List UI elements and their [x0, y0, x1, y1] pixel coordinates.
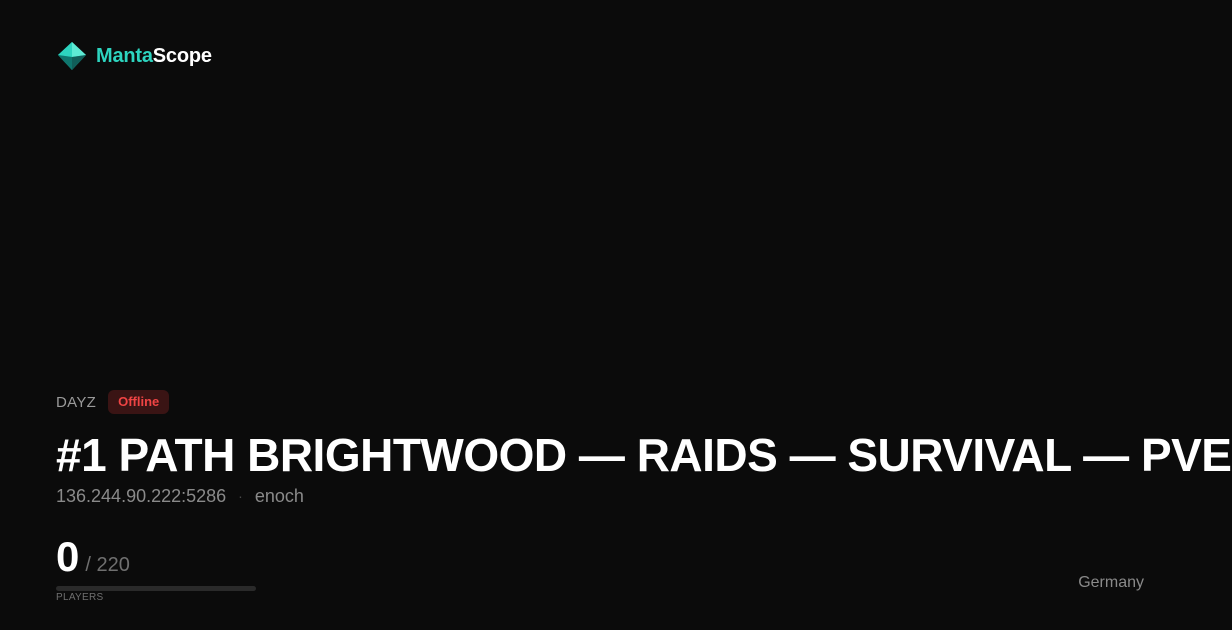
server-meta: 136.244.90.222:5286 · enoch	[56, 484, 304, 508]
status-badge: Offline	[108, 390, 170, 414]
server-map: enoch	[254, 486, 304, 506]
players-progress-bar	[56, 586, 256, 591]
players-current: 0	[56, 533, 80, 580]
server-country: Germany	[1078, 574, 1144, 591]
brand-name-part1: Manta	[96, 45, 153, 67]
players-max: / 220	[85, 554, 130, 576]
server-title: #1 PATH BRIGHTWOOD — RAIDS — SURVIVAL — …	[56, 429, 1232, 481]
mantascope-logo-icon	[58, 42, 86, 70]
game-row: DAYZ Offline	[56, 389, 170, 415]
players-label: PLAYERS	[56, 592, 104, 603]
game-name: DAYZ	[56, 393, 97, 411]
meta-separator: ·	[238, 488, 243, 504]
brand-name-part2: Scope	[152, 45, 212, 67]
server-address: 136.244.90.222:5286	[56, 486, 227, 506]
brand-logo[interactable]: MantaScope	[56, 40, 212, 72]
player-count: 0 / 220	[56, 532, 130, 582]
brand-name: MantaScope	[96, 40, 212, 72]
